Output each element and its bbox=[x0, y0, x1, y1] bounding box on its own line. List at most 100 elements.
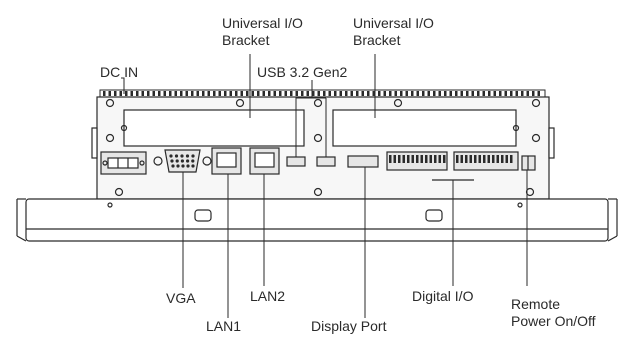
fin bbox=[152, 91, 155, 96]
label-line: Bracket bbox=[353, 32, 401, 48]
fin bbox=[251, 91, 254, 96]
fin bbox=[306, 91, 309, 96]
vga-pin bbox=[186, 164, 190, 168]
fin bbox=[350, 91, 353, 96]
fin bbox=[218, 91, 221, 96]
fin bbox=[427, 91, 430, 96]
fin bbox=[103, 91, 106, 96]
fin bbox=[389, 91, 392, 96]
dio-pin bbox=[469, 155, 472, 163]
fin bbox=[141, 91, 144, 96]
fin bbox=[246, 91, 249, 96]
fin bbox=[411, 91, 414, 96]
dio-pin bbox=[496, 155, 499, 163]
vga-pin bbox=[175, 159, 179, 163]
dio-pin bbox=[492, 155, 495, 163]
vga-pin bbox=[169, 154, 173, 158]
fin bbox=[147, 91, 150, 96]
digital-io-pins bbox=[389, 155, 513, 163]
vga-pin bbox=[170, 159, 174, 163]
vga-pins bbox=[169, 154, 195, 168]
digital-io-block-2 bbox=[453, 151, 519, 171]
fin bbox=[460, 91, 463, 96]
fin bbox=[400, 91, 403, 96]
dio-pin bbox=[505, 155, 508, 163]
fin bbox=[372, 91, 375, 96]
fin bbox=[526, 91, 529, 96]
fin bbox=[493, 91, 496, 96]
fin bbox=[125, 91, 128, 96]
fin bbox=[301, 91, 304, 96]
fin bbox=[504, 91, 507, 96]
display-port-label: Display Port bbox=[311, 318, 387, 334]
fin bbox=[488, 91, 491, 96]
vga-pin bbox=[176, 164, 180, 168]
fin bbox=[130, 91, 133, 96]
remote-power-label: Remote Power On/Off bbox=[511, 296, 596, 330]
fin bbox=[180, 91, 183, 96]
fin bbox=[471, 91, 474, 96]
fin bbox=[339, 91, 342, 96]
fin bbox=[174, 91, 177, 96]
fin bbox=[108, 91, 111, 96]
digital-io-label: Digital I/O bbox=[412, 288, 474, 304]
dio-pin bbox=[420, 155, 423, 163]
screw bbox=[531, 98, 541, 108]
label-line: Remote bbox=[511, 296, 561, 312]
dio-pin bbox=[483, 155, 486, 163]
fin bbox=[136, 91, 139, 96]
label-line: Power On/Off bbox=[511, 313, 596, 329]
fin bbox=[466, 91, 469, 96]
vga-label: VGA bbox=[166, 290, 196, 306]
fin bbox=[438, 91, 441, 96]
bracket-panel-1 bbox=[123, 109, 305, 147]
vga-pin bbox=[180, 159, 184, 163]
fin bbox=[158, 91, 161, 96]
front-bezel bbox=[25, 198, 609, 242]
universal-io-bracket-label-2: Universal I/O Bracket bbox=[353, 15, 434, 49]
fin bbox=[323, 91, 326, 96]
fin bbox=[290, 91, 293, 96]
screw bbox=[105, 98, 115, 108]
fin bbox=[240, 91, 243, 96]
screw bbox=[120, 124, 128, 132]
bracket-panel-2 bbox=[332, 109, 517, 147]
dio-pin bbox=[478, 155, 481, 163]
display-port bbox=[347, 155, 379, 168]
fin bbox=[262, 91, 265, 96]
vga-pin bbox=[191, 159, 195, 163]
fin bbox=[477, 91, 480, 96]
dio-pin bbox=[411, 155, 414, 163]
dio-pin bbox=[487, 155, 490, 163]
fin bbox=[312, 91, 315, 96]
fin bbox=[185, 91, 188, 96]
vga-pin bbox=[186, 159, 190, 163]
fin bbox=[196, 91, 199, 96]
fin bbox=[279, 91, 282, 96]
fin bbox=[515, 91, 518, 96]
fin bbox=[444, 91, 447, 96]
label-line: Bracket bbox=[222, 32, 270, 48]
dio-pin bbox=[474, 155, 477, 163]
universal-io-bracket-label-1: Universal I/O Bracket bbox=[222, 15, 303, 49]
fin bbox=[202, 91, 205, 96]
fin bbox=[295, 91, 298, 96]
fin bbox=[482, 91, 485, 96]
screw bbox=[512, 124, 520, 132]
lan2-label: LAN2 bbox=[250, 288, 286, 304]
dio-pin bbox=[443, 155, 446, 163]
screw bbox=[313, 98, 323, 108]
fin bbox=[532, 91, 535, 96]
lan1-label: LAN1 bbox=[206, 318, 242, 334]
fin bbox=[361, 91, 364, 96]
fin bbox=[163, 91, 166, 96]
fin bbox=[213, 91, 216, 96]
fin bbox=[257, 91, 260, 96]
dio-pin bbox=[456, 155, 459, 163]
fin bbox=[268, 91, 271, 96]
dio-pin bbox=[465, 155, 468, 163]
dio-pin bbox=[402, 155, 405, 163]
dio-pin bbox=[510, 155, 513, 163]
fin bbox=[191, 91, 194, 96]
